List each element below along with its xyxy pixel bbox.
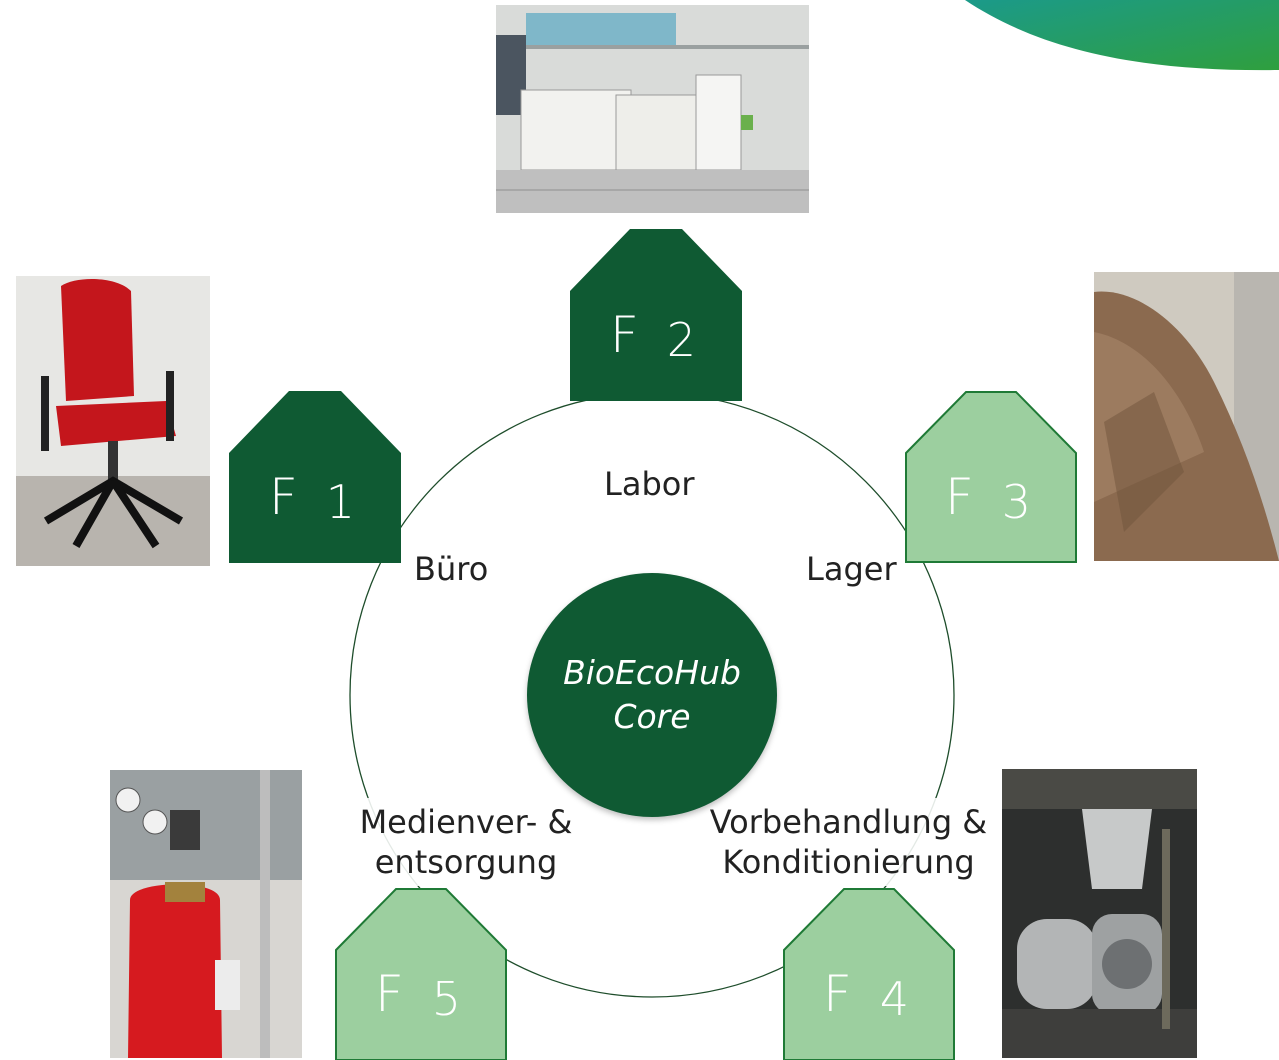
node-f4-label: F 4 bbox=[783, 965, 955, 1026]
node-f3-shape bbox=[905, 391, 1077, 563]
node-f5-shape bbox=[335, 888, 507, 1060]
node-f4-shape bbox=[783, 888, 955, 1060]
area-label-labor: Labor bbox=[604, 465, 695, 503]
area-label-medienversorgung-line2: entsorgung bbox=[374, 843, 558, 881]
node-f5-number: 5 bbox=[431, 972, 467, 1026]
area-label-vorbehandlung-line1: Vorbehandlung & bbox=[709, 803, 988, 841]
area-label-buero: Büro bbox=[414, 550, 489, 588]
node-f3-letter: F bbox=[945, 468, 980, 526]
node-f2-shape bbox=[570, 229, 742, 401]
area-label-medienversorgung: Medienver- & entsorgung bbox=[342, 798, 590, 886]
processing-machine-photo bbox=[1002, 769, 1197, 1058]
gas-cylinder-photo bbox=[110, 770, 302, 1058]
node-f5: F 5 bbox=[335, 888, 507, 1060]
area-label-lager: Lager bbox=[806, 550, 897, 588]
node-f1-number: 1 bbox=[325, 475, 361, 529]
node-f4: F 4 bbox=[783, 888, 955, 1060]
node-f2: F 2 bbox=[570, 229, 742, 401]
node-f5-label: F 5 bbox=[335, 965, 507, 1026]
node-f1-label: F 1 bbox=[229, 468, 401, 529]
node-f3-number: 3 bbox=[1001, 475, 1037, 529]
node-f2-letter: F bbox=[610, 306, 645, 364]
area-label-vorbehandlung: Vorbehandlung & Konditionierung bbox=[696, 798, 1001, 886]
bioecohub-core: BioEcoHub Core bbox=[527, 573, 777, 817]
node-f3: F 3 bbox=[905, 391, 1077, 563]
laboratory-photo bbox=[496, 5, 809, 213]
node-f2-label: F 2 bbox=[570, 306, 742, 367]
node-f4-letter: F bbox=[823, 965, 858, 1023]
node-f3-label: F 3 bbox=[905, 468, 1077, 529]
node-f1: F 1 bbox=[229, 391, 401, 563]
core-title-line2: Core bbox=[613, 697, 691, 736]
node-f1-letter: F bbox=[269, 468, 304, 526]
node-f5-letter: F bbox=[375, 965, 410, 1023]
node-f4-number: 4 bbox=[879, 972, 915, 1026]
wood-chips-photo bbox=[1094, 272, 1279, 561]
core-title-line1: BioEcoHub bbox=[563, 653, 741, 692]
node-f2-number: 2 bbox=[666, 313, 702, 367]
node-f1-shape bbox=[229, 391, 401, 563]
office-chair-photo bbox=[16, 276, 210, 566]
area-label-vorbehandlung-line2: Konditionierung bbox=[722, 843, 975, 881]
area-label-medienversorgung-line1: Medienver- & bbox=[359, 803, 573, 841]
